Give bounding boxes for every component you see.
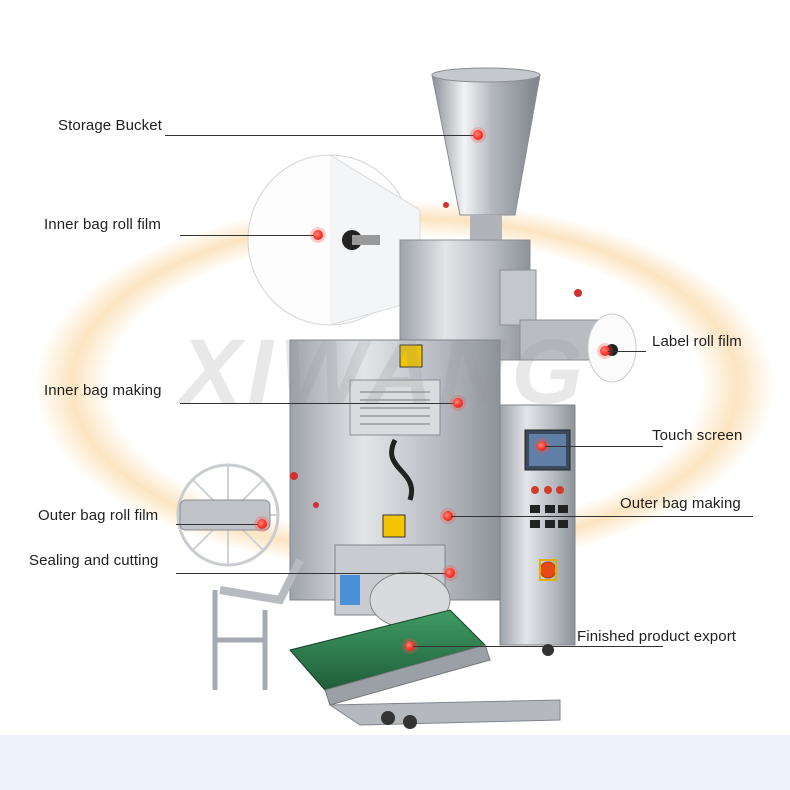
label-inner-bag-roll-film: Inner bag roll film <box>44 216 161 233</box>
leader-storage-bucket <box>165 135 475 136</box>
leader-inner-bag-roll-film <box>180 235 315 236</box>
marker-label-roll-film <box>600 346 610 356</box>
watermark-text: XIWANG <box>180 321 590 423</box>
marker-storage-bucket <box>473 130 483 140</box>
marker-touch-screen <box>537 441 547 451</box>
marker-outer-bag-making <box>443 511 453 521</box>
leader-inner-bag-making <box>180 403 455 404</box>
marker-inner-bag-roll-film <box>313 230 323 240</box>
label-label-roll-film: Label roll film <box>652 333 742 350</box>
marker-sealing-and-cutting <box>445 568 455 578</box>
label-outer-bag-making: Outer bag making <box>620 495 741 512</box>
label-inner-bag-making: Inner bag making <box>44 382 162 399</box>
floor-band <box>0 735 790 790</box>
label-sealing-and-cutting: Sealing and cutting <box>29 552 159 569</box>
leader-label-roll-film <box>608 351 646 352</box>
label-outer-bag-roll-film: Outer bag roll film <box>38 507 159 524</box>
leader-finished-product-export <box>413 646 663 647</box>
leader-sealing-and-cutting <box>176 573 448 574</box>
leader-touch-screen <box>545 446 663 447</box>
label-storage-bucket: Storage Bucket <box>58 117 162 134</box>
leader-outer-bag-making <box>451 516 753 517</box>
marker-outer-bag-roll-film <box>257 519 267 529</box>
leader-outer-bag-roll-film <box>176 524 261 525</box>
marker-inner-bag-making <box>453 398 463 408</box>
marker-finished-product-export <box>405 641 415 651</box>
storage-bucket <box>431 74 541 216</box>
label-finished-product-export: Finished product export <box>577 628 737 645</box>
label-touch-screen: Touch screen <box>652 427 743 444</box>
